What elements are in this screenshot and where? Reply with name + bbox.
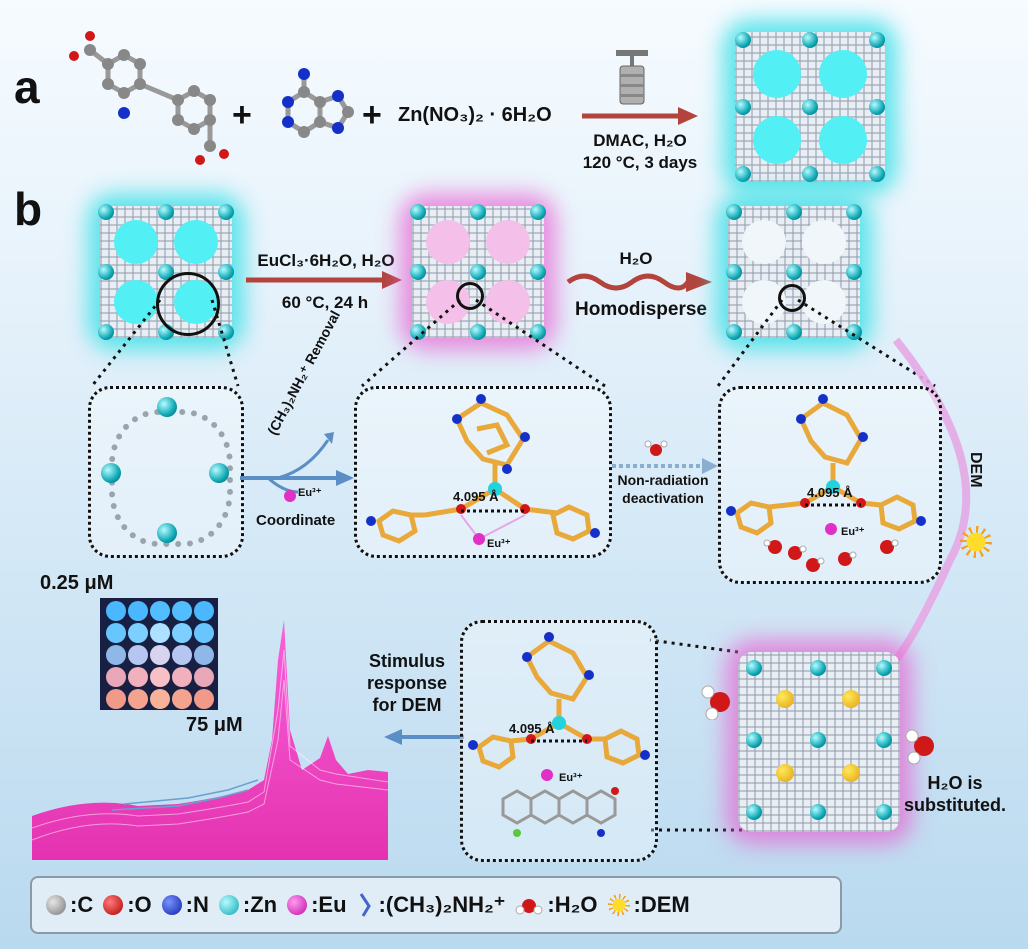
pore-highlight-circle-small [456,282,484,310]
stacked-emission-spectra [31,620,389,860]
pore-highlight-circle-small-2 [778,284,806,312]
displaced-water-right [905,729,934,765]
dem-bound-eu-structure [468,632,650,837]
homodisperse-label: Homodisperse [575,299,707,320]
hydrated-eu-structure [726,394,926,572]
dma-cation-icon [359,893,371,917]
mof-pristine [98,204,234,340]
substituted-line1: H₂O is [927,773,983,793]
concentration-bottom: 75 μM [186,714,243,736]
legend-item-c: :C [46,892,93,918]
h2o-label: H₂O [619,249,653,268]
eu-coordination-structure [366,394,600,545]
stimulus-line1: Stimulus [368,651,445,671]
eu-coordinate-ball [284,490,296,502]
atom-legend: :C :O :N :Zn :Eu :(CH₃)₂NH₂⁺ :H₂O :DEM [30,876,842,934]
zoom-box-dem: 4.095 Å Eu³⁺ [460,620,658,862]
eu-ion-label-3: Eu³⁺ [559,772,583,784]
panel-b-letter: b [14,183,43,235]
eu-temperature-time: 60 °C, 24 h [281,293,369,312]
reaction-arrow-b1 [246,271,402,289]
legend-dem-label: :DEM [633,892,690,917]
eu-ion-label-1: Eu³⁺ [487,538,511,550]
legend-item-zn: :Zn [218,892,278,918]
conditions-line2: 120 °C, 3 days [582,153,698,172]
conditions-line1: DMAC, H₂O [593,131,687,150]
displaced-water-left [701,685,730,720]
wavy-arrow-h2o [566,272,712,292]
coordinate-label: Coordinate [256,512,336,529]
mof-crystal-product [735,32,885,182]
well-plate-wells [106,601,214,709]
legend-n-label: :N [185,892,209,917]
plus-sign-2: + [362,96,382,134]
well-plate-photo [100,598,218,710]
zoom-box-hydrated: 4.095 Å Eu³⁺ [718,386,942,584]
dem-sun-legend-icon [607,894,630,916]
distance-label-3: 4.095 Å [509,721,555,736]
nonrad-line2: deactivation [622,490,704,506]
substituted-line2: substituted. [904,795,1006,815]
dem-sun-icon [960,526,992,558]
legend-item-o: :O [103,892,152,918]
dem-vertical-label: DEM [967,452,984,488]
nonrad-line1: Non-radiation [617,472,709,488]
legend-eu-label: :Eu [311,892,347,917]
stimulus-line3: for DEM [372,695,442,715]
legend-dma-label: :(CH₃)₂NH₂⁺ [378,892,506,917]
concentration-top: 0.25 μM [40,572,114,594]
mof-eu-loaded [410,204,546,340]
reaction-arrow-a [582,107,698,125]
europium-ball-icon [287,895,308,915]
distance-label-1: 4.095 Å [453,489,499,504]
stimulus-line2: response [366,673,448,693]
legend-item-dem: :DEM [607,892,690,918]
mof-dem-loaded [738,652,900,832]
zoom-box-pore [88,386,244,558]
panel-a-letter: a [14,61,40,113]
zoom-box-eu-site: 4.095 Å Eu³⁺ [354,386,612,558]
pore-highlight-circle [156,272,220,336]
legend-item-dma: :(CH₃)₂NH₂⁺ [357,892,506,918]
legend-h2o-label: :H₂O [547,892,598,917]
mof-hydrated [726,204,862,340]
autoclave-icon [616,50,648,105]
removal-coordinate-arrow [240,432,354,494]
nonrad-arrow [612,440,718,474]
eucl3-conditions: EuCl₃·6H₂O, H₂O [257,251,395,270]
legend-zn-label: :Zn [242,892,278,917]
legend-item-h2o: :H₂O [515,892,598,918]
zinc-nitrate-reagent: Zn(NO₃)₂ · 6H₂O [398,104,552,126]
legend-item-eu: :Eu [287,892,347,918]
adenine-structure [282,68,354,138]
stimulus-arrow [384,729,464,745]
water-molecule-icon [515,899,543,915]
plus-sign-1: + [232,96,252,134]
eu-coordinate-ion: Eu³⁺ [298,487,322,499]
oxygen-ball-icon [103,895,124,915]
legend-o-label: :O [127,892,152,917]
eu-ion-label-2: Eu³⁺ [841,526,865,538]
nitrogen-ball-icon [161,895,182,915]
distance-label-2: 4.095 Å [807,485,853,500]
ligand-biphenyl-structure [69,31,229,165]
legend-item-n: :N [161,892,209,918]
legend-c-label: :C [70,892,94,917]
carbon-ball-icon [46,895,66,915]
zinc-ball-icon [218,895,239,915]
